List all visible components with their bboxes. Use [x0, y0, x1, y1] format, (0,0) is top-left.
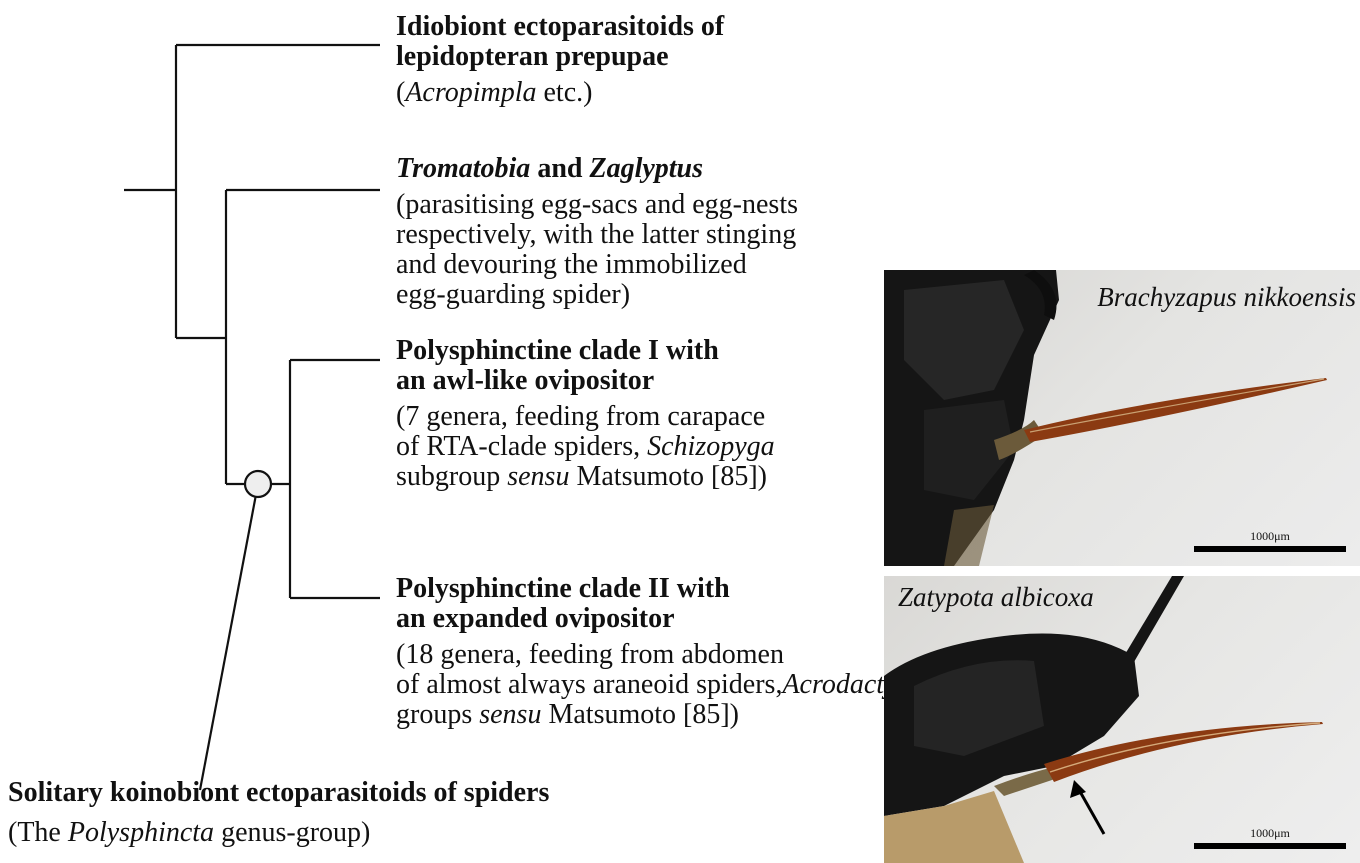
scale-bar-label: 1000μm [1194, 529, 1346, 544]
scale-bar: 1000μm [1194, 529, 1346, 552]
scale-bar-line [1194, 546, 1346, 552]
label-acropimpla-note: (Acropimpla etc.) [396, 78, 724, 108]
label-root-note: (The Polysphincta genus-group) [8, 818, 549, 848]
scale-bar: 1000μm [1194, 826, 1346, 849]
wasp-abdomen-illustration [884, 270, 1360, 566]
photo-brachyzapus: Brachyzapus nikkoensis 1000μm [884, 270, 1360, 566]
species-name: Zatypota albicoxa [898, 582, 1094, 613]
scale-bar-label: 1000μm [1194, 826, 1346, 841]
photo-zatypota: Zatypota albicoxa 1000μm [884, 576, 1360, 863]
node-pointer-line [200, 484, 258, 790]
label-root-node: Solitary koinobiont ectoparasitoids of s… [8, 778, 549, 848]
label-root-heading: Solitary koinobiont ectoparasitoids of s… [8, 778, 549, 808]
scale-bar-line [1194, 843, 1346, 849]
species-name: Brachyzapus nikkoensis [1097, 282, 1356, 313]
polysphincta-node-marker [245, 471, 271, 497]
label-tromatobia-heading: Tromatobia and Zaglyptus [396, 154, 798, 184]
arrow-indicator [1070, 780, 1104, 834]
wasp-abdomen-illustration [884, 576, 1360, 863]
label-tromatobia-zaglyptus: Tromatobia and Zaglyptus (parasitising e… [396, 154, 798, 310]
